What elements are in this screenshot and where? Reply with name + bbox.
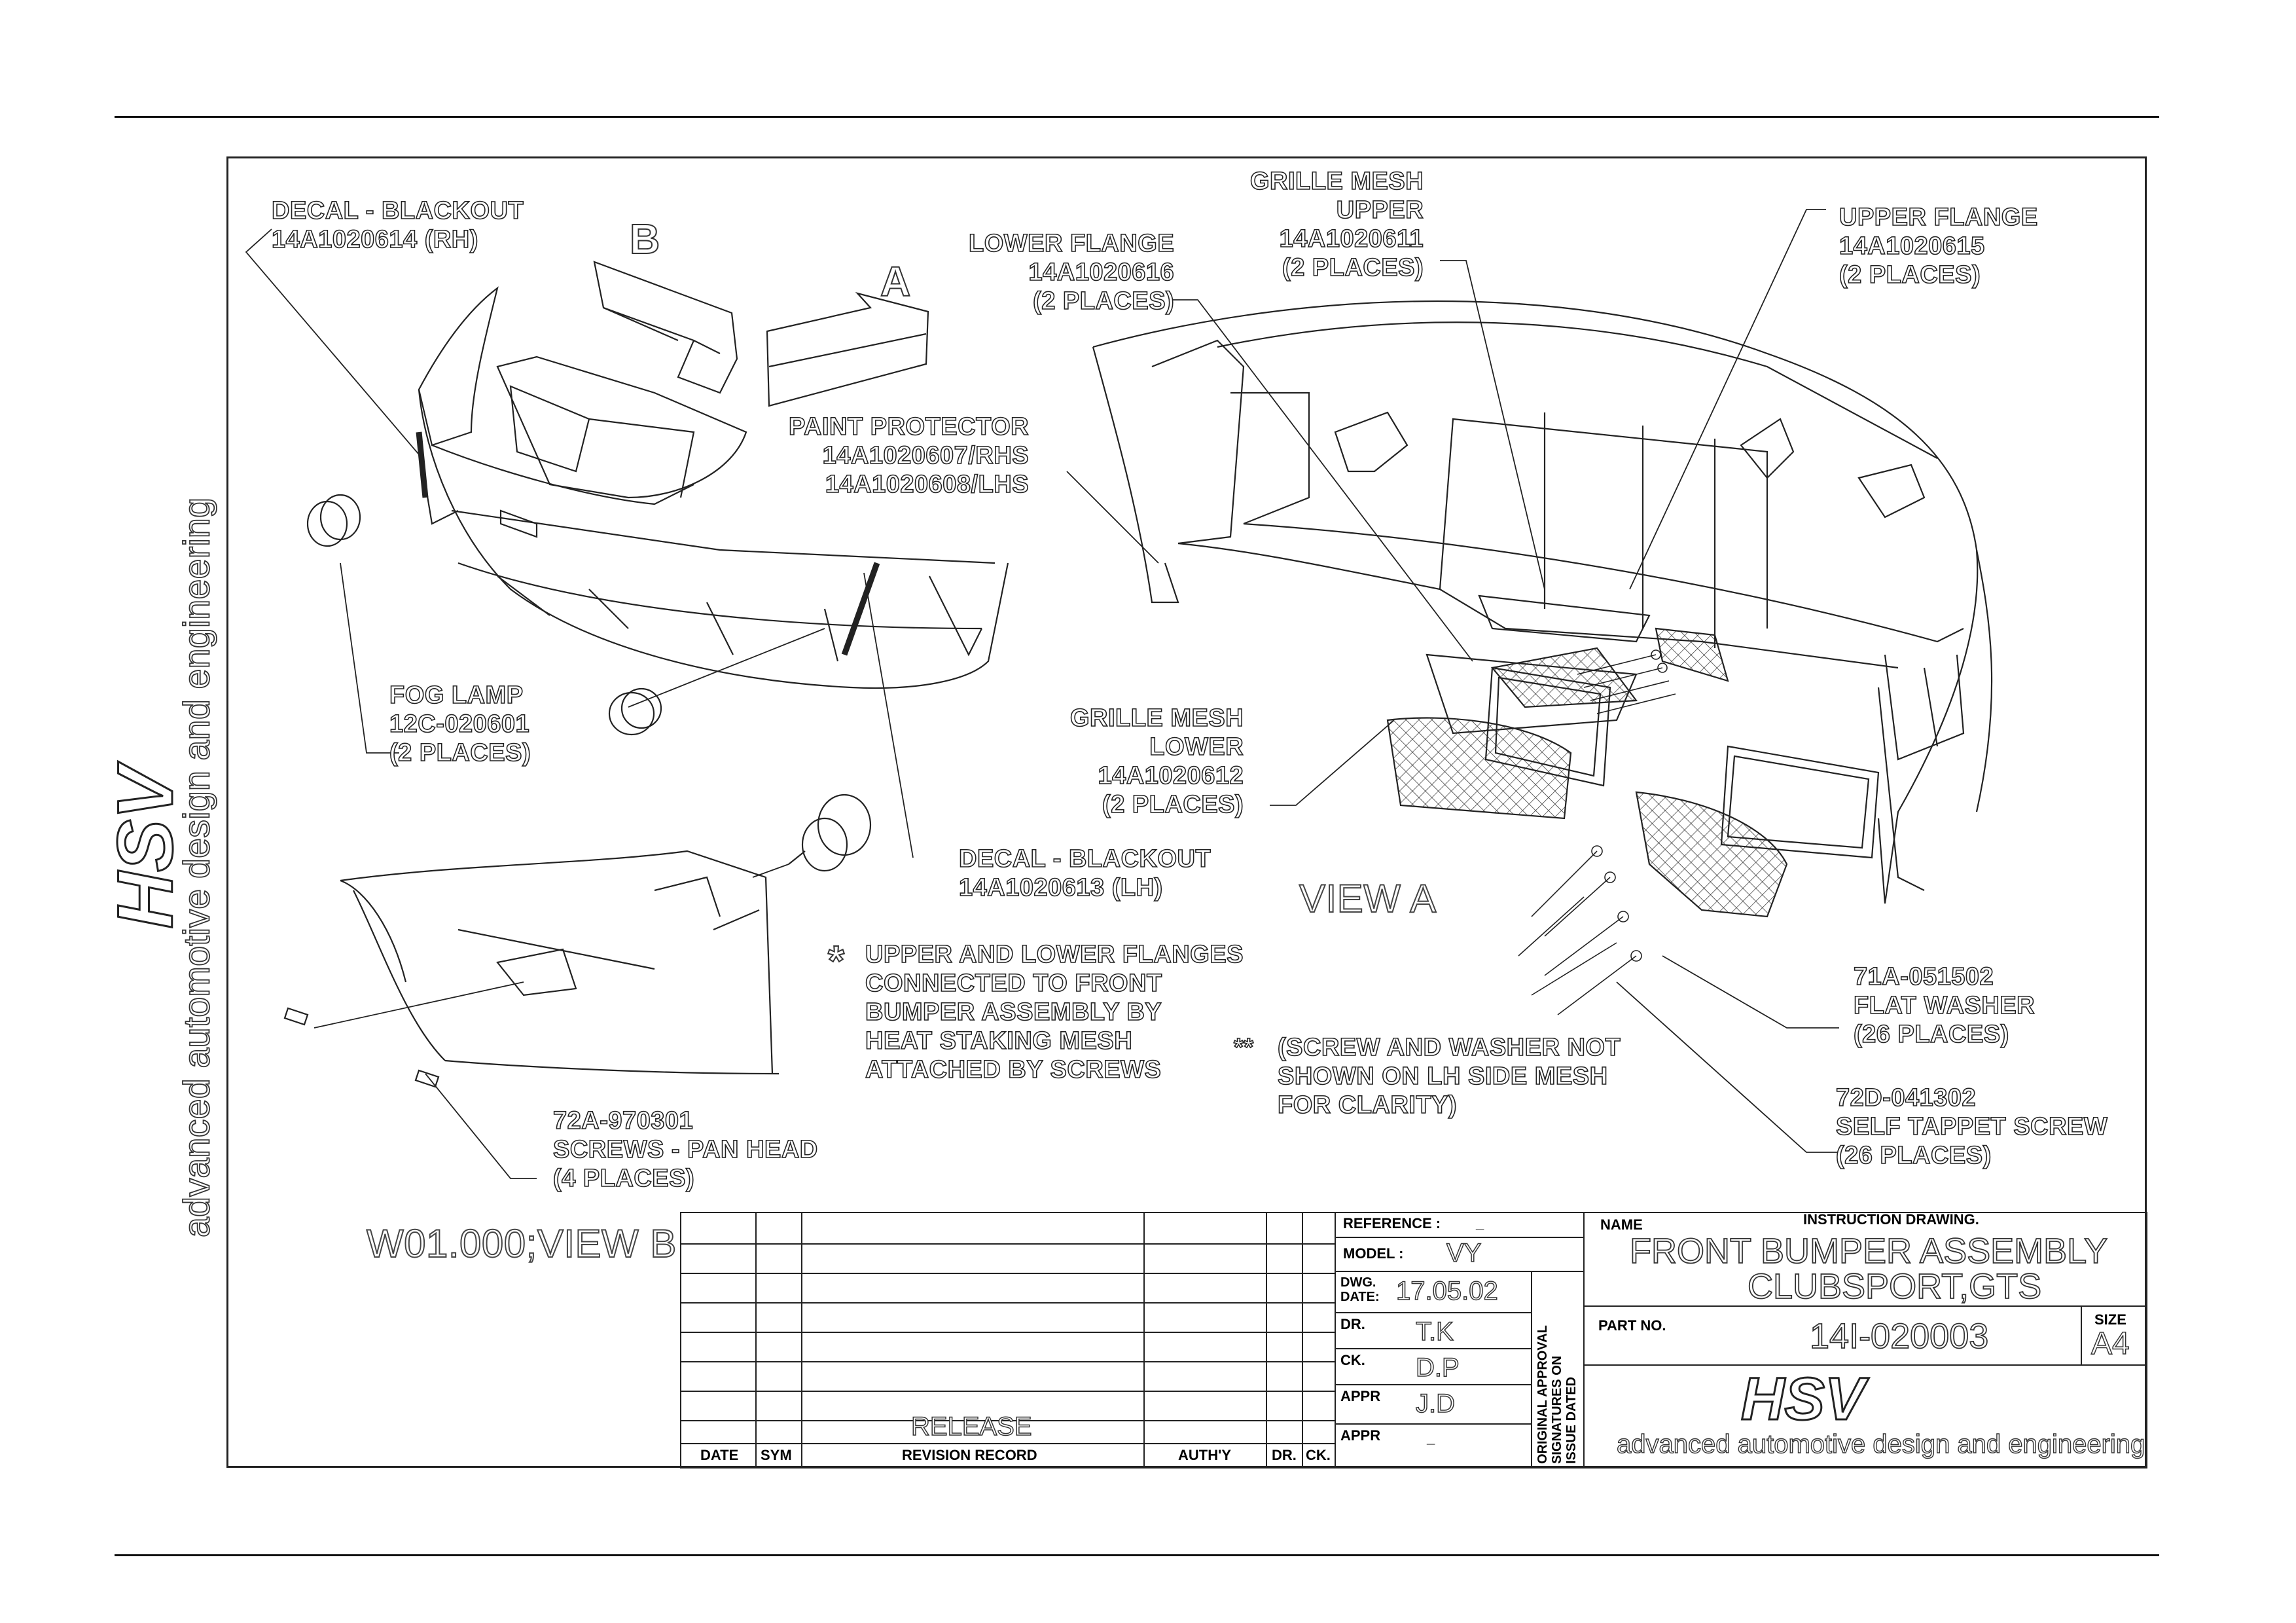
view-b-arrow [593,261,738,394]
instruction-drawing: INSTRUCTION DRAWING. [1803,1211,1979,1228]
part-no-label: PART NO. [1598,1317,1666,1334]
label-grille-mesh-lower: GRILLE MESH LOWER 14A1020612 (2 PLACES) [1069,704,1244,819]
title-line-2: CLUBSPORT,GTS [1747,1266,2042,1307]
bumper-side-view-b [340,850,780,1075]
revision-header-dr: DR. [1272,1447,1297,1463]
bumper-rear-view [1092,300,1993,904]
appr-value: J.D [1415,1389,1456,1419]
release-label: RELEASE [910,1412,1032,1442]
revision-header-date: DATE [700,1447,739,1463]
leader-lines [245,209,1839,1179]
size-label: SIZE [2094,1311,2126,1328]
model-value: VY [1446,1238,1482,1268]
label-upper-flange: UPPER FLANGE 14A1020615 (2 PLACES) [1839,203,2038,289]
label-paint-protector: PAINT PROTECTOR 14A1020607/RHS 14A102060… [788,412,1030,499]
note-star-marker: * [827,937,845,984]
note-double-star-marker: ** [1233,1033,1254,1062]
revision-header-record: REVISION RECORD [902,1447,1037,1463]
ck-value: D.P [1415,1353,1460,1383]
drawing-frame [226,156,2147,1468]
part-no-value: 14I-020003 [1809,1316,1989,1357]
label-pan-head-screws: 72A-970301 SCREWS - PAN HEAD (4 PLACES) [552,1106,818,1193]
name-label: NAME [1600,1216,1643,1233]
label-lower-flange: LOWER FLANGE 14A1020616 (2 PLACES) [968,229,1175,316]
bottom-rule [115,1554,2159,1556]
label-decal-lh: DECAL - BLACKOUT 14A1020613 (LH) [958,845,1211,902]
marker-view-b: B [629,215,660,263]
appr-label: APPR [1340,1388,1381,1404]
label-grille-mesh-upper: GRILLE MESH UPPER 14A1020611 (2 PLACES) [1249,167,1424,282]
grille-mesh-lower-left [1386,627,1729,820]
top-rule [115,116,2159,118]
marker-view-a: A [880,258,911,305]
ck-label: CK. [1340,1352,1365,1368]
decal-strip-lh [841,562,880,656]
view-a-arrow [766,292,929,407]
fog-lamp-detail [788,793,872,872]
label-view-a: VIEW A [1299,877,1437,921]
grille-mesh-lower-right [1635,791,1788,918]
caption-view-b: W01.000;VIEW B [366,1222,677,1266]
note-flanges: UPPER AND LOWER FLANGES CONNECTED TO FRO… [865,940,1244,1084]
note-screw-washer: (SCREW AND WASHER NOT SHOWN ON LH SIDE M… [1277,1033,1621,1120]
reference-label: REFERENCE : [1343,1215,1441,1231]
title-line-1: FRONT BUMPER ASSEMBLY [1629,1231,2108,1271]
model-label: MODEL : [1343,1245,1404,1262]
reference-value: _ [1476,1215,1484,1231]
pan-head-screws [283,1007,440,1088]
signature-note: ORIGINAL APPROVAL SIGNATURES ON ISSUE DA… [1535,1325,1579,1464]
dr-label: DR. [1340,1316,1365,1332]
fog-lamp-lower [608,687,662,736]
revision-header-sym: SYM [761,1447,792,1463]
size-value: A4 [2090,1326,2130,1362]
dr-value: T.K [1415,1317,1454,1347]
flange-frames [1484,666,1880,859]
appr2-label: APPR [1340,1427,1381,1444]
appr2-value: _ [1427,1430,1435,1446]
label-tappet-screw: 72D-041302 SELF TAPPET SCREW (26 PLACES) [1835,1084,2108,1170]
label-fog-lamp: FOG LAMP 12C-020601 (2 PLACES) [389,681,531,767]
dwg-date-value: 17.05.02 [1395,1276,1498,1306]
dwg-date-label: DWG. DATE: [1340,1275,1380,1304]
screws-and-washers [1518,649,1676,1015]
label-flat-washer: 71A-051502 FLAT WASHER (26 PLACES) [1853,962,2036,1049]
revision-header-authy: AUTH'Y [1178,1447,1232,1463]
decal-strip-rh [416,431,429,498]
label-decal-rh: DECAL - BLACKOUT 14A1020614 (RH) [271,196,524,254]
fog-lamp-upper [306,494,361,547]
title-block-hsv-logo: HSV [1740,1365,1865,1434]
title-block-tagline: advanced automotive design and engineeri… [1616,1429,2145,1459]
revision-header-ck: CK. [1306,1447,1331,1463]
